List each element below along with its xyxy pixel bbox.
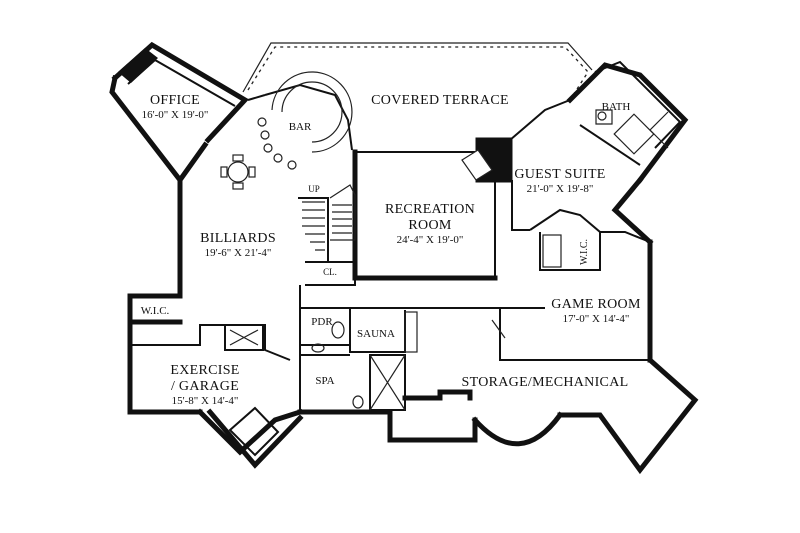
spa-label: SPA (315, 375, 334, 387)
office-fireplace (118, 48, 158, 83)
wic-guest-label: W.I.C. (579, 239, 590, 265)
sauna-label: SAUNA (357, 328, 395, 340)
recreation-dim: 24'-4" X 19'-0" (397, 234, 464, 246)
office-walls (109, 41, 249, 185)
bath-wing (579, 60, 682, 166)
pdr-label: PDR (311, 316, 333, 328)
billiards-label: BILLIARDS (200, 231, 276, 246)
round-table (220, 154, 256, 190)
bar-counter (257, 71, 353, 170)
covered-terrace-label: COVERED TERRACE (371, 93, 509, 108)
exercise-label-1: EXERCISE (170, 363, 239, 378)
covered-terrace-outline (242, 42, 593, 101)
up-label: UP (308, 184, 320, 194)
guest-suite-label: GUEST SUITE (514, 167, 605, 182)
guest-suite-dim: 21'-0" X 19'-8" (527, 183, 594, 195)
exterior-walls (127, 62, 699, 475)
wic-left-label: W.I.C. (141, 305, 170, 317)
interior-walls (130, 83, 651, 411)
exercise-dim: 15'-8" X 14'-4" (172, 395, 239, 407)
storage-label: STORAGE/MECHANICAL (462, 375, 629, 390)
game-room-dim: 17'-0" X 14'-4" (563, 313, 630, 325)
office-dim: 16'-0" X 19'-0" (142, 109, 209, 121)
staircase (298, 184, 356, 262)
billiards-dim: 19'-6" X 21'-4" (205, 247, 272, 259)
recreation-label-1: RECREATION (385, 202, 475, 217)
closet-label: CL. (323, 267, 337, 277)
exercise-label-2: / GARAGE (171, 379, 239, 394)
bath-label: BATH (602, 101, 631, 113)
game-room-label: GAME ROOM (551, 297, 641, 312)
bar-label: BAR (289, 121, 312, 133)
recreation-label-2: ROOM (408, 218, 451, 233)
office-label: OFFICE (150, 93, 200, 108)
